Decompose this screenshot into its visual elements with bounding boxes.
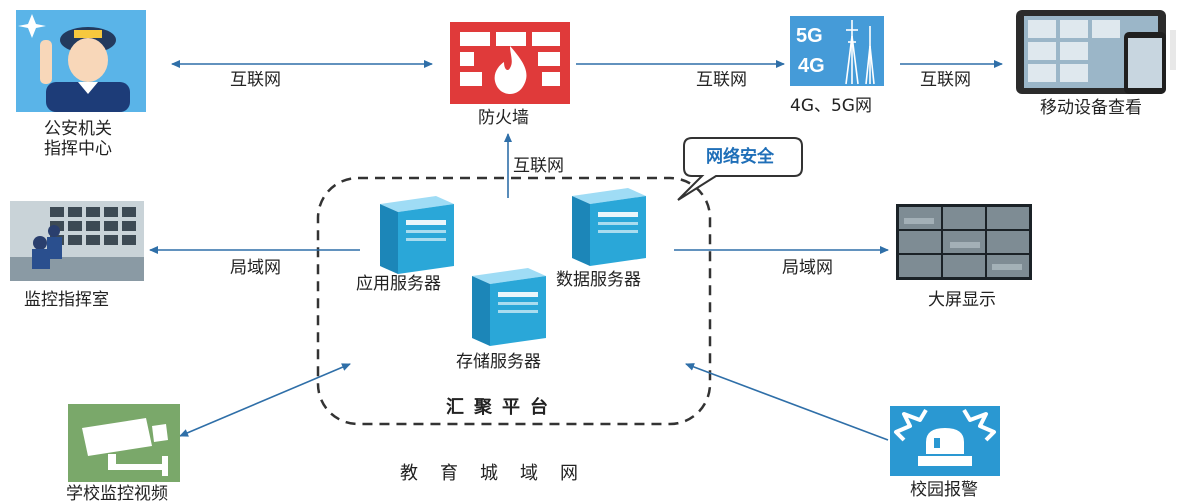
app-server-icon <box>374 190 458 274</box>
link-alarm-platform <box>685 363 889 441</box>
data-server-label: 数据服务器 <box>556 270 641 290</box>
link-label-internet-1: 互联网 <box>230 70 281 90</box>
link-label-internet-2: 互联网 <box>696 70 747 90</box>
cell-tower-icon: 5G 4G <box>790 16 884 86</box>
video-wall-icon <box>896 204 1032 280</box>
police-hq-label-line2: 指挥中心 <box>44 139 112 159</box>
network-security-label: 网络安全 <box>706 147 774 167</box>
platform-boundary <box>316 176 712 426</box>
badge-5g: 5G <box>796 25 823 47</box>
monitor-room-photo-icon <box>10 201 144 281</box>
campus-alarm-label: 校园报警 <box>910 480 978 500</box>
firewall-icon <box>450 22 570 104</box>
firewall-label: 防火墙 <box>478 108 529 128</box>
badge-4g: 4G <box>798 55 825 77</box>
mobile-net-label: 4G、5G网 <box>790 96 872 116</box>
mobile-devices-label: 移动设备查看 <box>1040 98 1142 118</box>
big-screen-label: 大屏显示 <box>928 290 996 310</box>
network-title: 教育城域网 <box>400 463 600 484</box>
alarm-siren-icon <box>890 406 1000 476</box>
data-server-icon <box>566 182 650 266</box>
security-camera-icon <box>68 404 180 482</box>
school-video-label: 学校监控视频 <box>66 484 168 504</box>
storage-server-label: 存储服务器 <box>456 352 541 372</box>
link-label-internet-4: 互联网 <box>513 156 564 176</box>
link-school-platform <box>179 363 351 437</box>
link-label-lan-left: 局域网 <box>230 258 281 278</box>
monitor-room-label: 监控指挥室 <box>24 290 109 310</box>
link-label-internet-3: 互联网 <box>920 70 971 90</box>
storage-server-icon <box>466 262 550 346</box>
police-hq-label-line1: 公安机关 <box>44 119 112 139</box>
platform-title: 汇聚平台 <box>446 397 558 418</box>
tablet-phone-icon <box>1016 10 1176 94</box>
police-officer-icon <box>16 10 146 112</box>
network-security-callout <box>676 134 816 204</box>
link-label-lan-right: 局域网 <box>782 258 833 278</box>
app-server-label: 应用服务器 <box>356 274 441 294</box>
